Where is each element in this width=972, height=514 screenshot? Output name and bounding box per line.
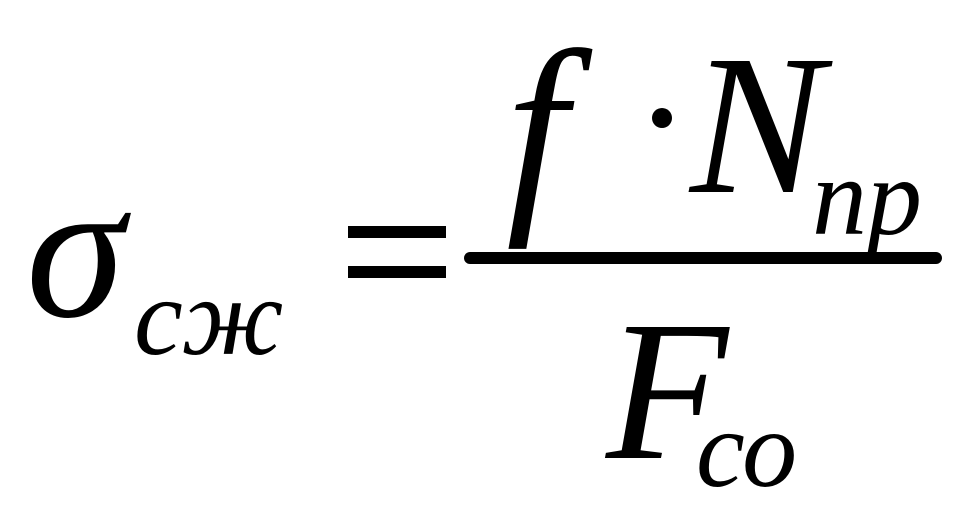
- equals-sign-bottom-bar: [348, 266, 446, 278]
- denominator-subscript: со: [696, 388, 798, 510]
- multiplication-dot: [652, 108, 672, 128]
- sigma-symbol: σ: [26, 139, 125, 360]
- equals-sign-top-bar: [348, 226, 446, 238]
- numerator-factor-f: f: [506, 6, 568, 250]
- numerator-symbol-n: N: [690, 15, 824, 236]
- denominator-symbol-f: F: [606, 281, 729, 502]
- numerator-subscript: пр: [812, 136, 922, 258]
- sigma-subscript: сж: [134, 256, 284, 378]
- fraction-bar: [464, 252, 942, 264]
